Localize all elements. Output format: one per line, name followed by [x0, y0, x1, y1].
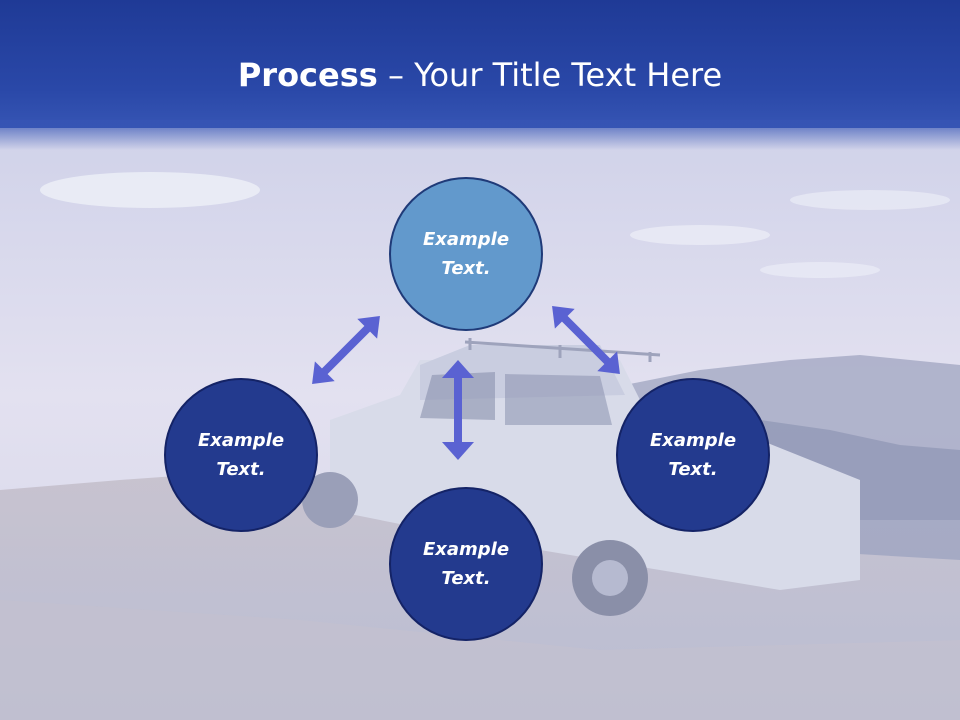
node-right[interactable]: Example Text. — [616, 378, 770, 532]
node-bottom-label: Example Text. — [422, 539, 510, 589]
node-top[interactable]: Example Text. — [389, 177, 543, 331]
node-bottom[interactable]: Example Text. — [389, 487, 543, 641]
node-right-label: Example Text. — [649, 430, 737, 480]
node-left[interactable]: Example Text. — [164, 378, 318, 532]
node-left-label: Example Text. — [197, 430, 285, 480]
title-rest-part: – Your Title Text Here — [377, 56, 723, 94]
title-bold-part: Process — [237, 56, 378, 94]
slide-title: Process – Your Title Text Here — [0, 52, 960, 98]
title-bar-fade — [0, 120, 960, 150]
title-bar — [0, 0, 960, 128]
node-top-label: Example Text. — [422, 229, 510, 279]
